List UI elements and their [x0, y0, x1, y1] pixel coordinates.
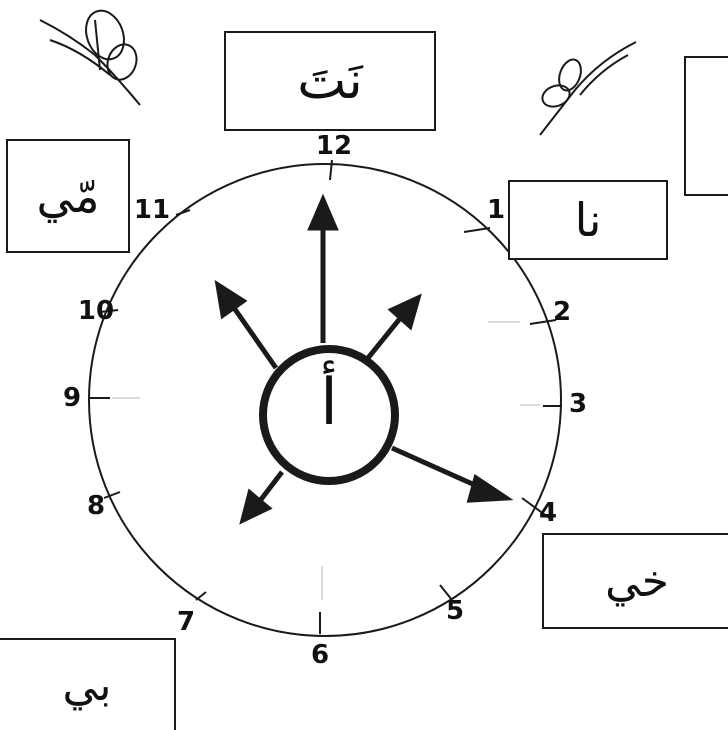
clock-number-12: 12: [316, 133, 352, 159]
clock-number-10: 10: [78, 298, 114, 324]
word-box-right: نا: [508, 180, 668, 260]
clock-number-8: 8: [87, 493, 105, 519]
clock-number-4: 4: [539, 500, 557, 526]
word-box-bottom-right: خي: [542, 533, 728, 629]
clock-number-6: 6: [311, 642, 329, 668]
clock-number-5: 5: [446, 598, 464, 624]
clock-number-1: 1: [487, 197, 505, 223]
clock-number-3: 3: [569, 391, 587, 417]
butterfly-left-icon: [40, 5, 141, 105]
word-bottom-right: خي: [605, 556, 669, 607]
clock-number-9: 9: [63, 385, 81, 411]
word-box-left: مّي: [6, 139, 130, 253]
word-right: نا: [575, 193, 602, 247]
clock-number-11: 11: [134, 197, 170, 223]
word-left: مّي: [37, 169, 100, 223]
center-letter: أ: [320, 371, 338, 435]
word-box-edge: [684, 56, 728, 196]
clock-number-2: 2: [553, 299, 571, 325]
butterfly-right-icon: [539, 42, 636, 135]
word-top: نَتَ: [297, 51, 363, 111]
word-bottom-left: بي: [63, 660, 112, 711]
clock-number-7: 7: [177, 609, 195, 635]
word-box-top: نَتَ: [224, 31, 436, 131]
word-box-bottom-left: بي: [0, 638, 176, 730]
